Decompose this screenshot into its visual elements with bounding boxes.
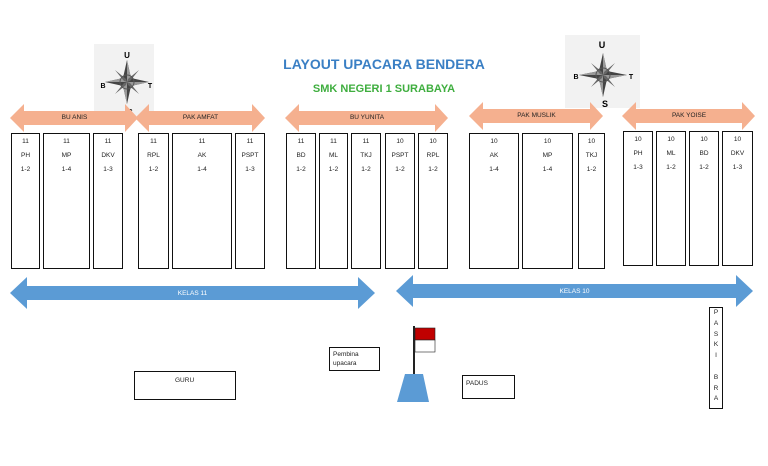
grade-arrow-10 bbox=[396, 275, 753, 307]
teacher-arrow-1 bbox=[10, 104, 138, 132]
pembina-upacara-box: Pembina upacara bbox=[329, 347, 380, 371]
grade-arrow-11 bbox=[10, 277, 375, 309]
compass-s-label: S bbox=[602, 99, 608, 108]
compass-w-label: B bbox=[573, 74, 578, 81]
padus-box: PADUS bbox=[462, 375, 515, 399]
compass-left: U S T B bbox=[94, 44, 154, 117]
page-title: LAYOUT UPACARA BENDERA bbox=[283, 56, 485, 72]
compass-w-label: B bbox=[100, 83, 105, 90]
compass-e-label: T bbox=[148, 83, 153, 90]
compass-n-label: U bbox=[124, 51, 130, 60]
teacher-arrow-3 bbox=[285, 104, 448, 132]
compass-e-label: T bbox=[629, 74, 634, 81]
page-subtitle: SMK NEGERI 1 SURABAYA bbox=[312, 83, 456, 95]
guru-box: GURU bbox=[134, 371, 236, 400]
teacher-arrow-4 bbox=[469, 102, 603, 130]
compass-rose-icon: U S T B bbox=[573, 40, 634, 109]
compass-n-label: U bbox=[599, 40, 606, 50]
compass-right: U S T B bbox=[565, 35, 640, 109]
flag-pole-icon bbox=[397, 326, 436, 402]
teacher-arrow-5 bbox=[622, 102, 755, 130]
teacher-arrow-2 bbox=[135, 104, 265, 132]
